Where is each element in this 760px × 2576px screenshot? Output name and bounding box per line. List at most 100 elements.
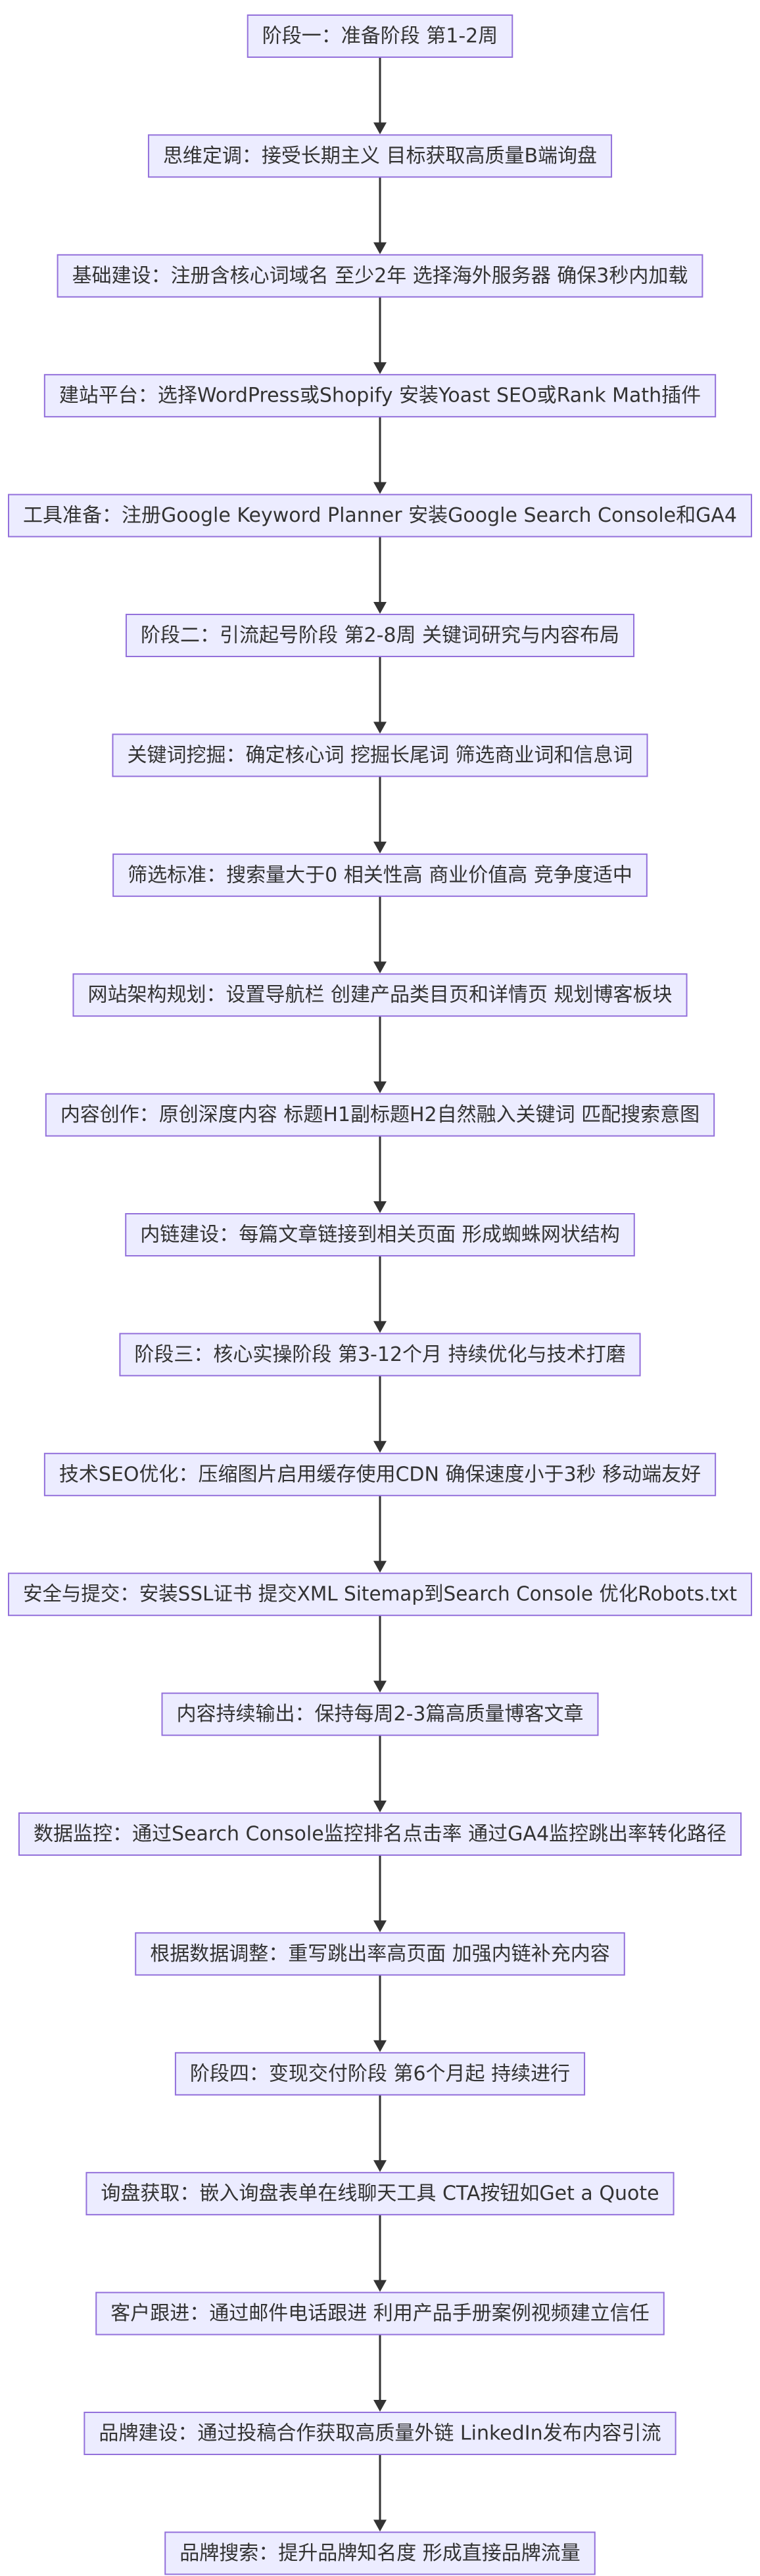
- flow-node-label: 技术SEO优化：压缩图片启用缓存使用CDN 确保速度小于3秒 移动端友好: [59, 1463, 701, 1486]
- flow-node-label: 阶段三：核心实操阶段 第3-12个月 持续优化与技术打磨: [134, 1343, 625, 1366]
- flow-node-box: [247, 14, 513, 58]
- flow-node-2: 思维定调：接受长期主义 目标获取高质量B端询盘: [147, 134, 613, 178]
- flow-edge-7: [373, 776, 387, 854]
- flow-edge-arrowhead: [373, 362, 387, 375]
- flow-edge-arrowhead: [373, 1920, 387, 1933]
- flow-edge-5: [373, 536, 387, 614]
- flow-node-13: 技术SEO优化：压缩图片启用缓存使用CDN 确保速度小于3秒 移动端友好: [43, 1452, 717, 1496]
- flow-node-label: 网站架构规划：设置导航栏 创建产品类目页和详情页 规划博客板块: [87, 984, 672, 1007]
- flow-node-box: [43, 1452, 717, 1496]
- flow-node-box: [18, 1812, 742, 1856]
- flow-node-box: [147, 134, 613, 178]
- flow-node-box: [119, 1333, 641, 1377]
- flow-node-12: 阶段三：核心实操阶段 第3-12个月 持续优化与技术打磨: [119, 1333, 641, 1377]
- flow-edge-arrowhead: [373, 1201, 387, 1213]
- flow-node-box: [45, 1093, 715, 1137]
- flow-edge-15: [373, 1735, 387, 1812]
- flow-edge-11: [373, 1256, 387, 1333]
- flow-edge-4: [373, 417, 387, 494]
- flow-node-box: [85, 2172, 675, 2216]
- flow-node-label: 内链建设：每篇文章链接到相关页面 形成蜘蛛网状结构: [140, 1224, 620, 1247]
- edges-layer: [373, 57, 387, 2532]
- flow-node-box: [83, 2412, 677, 2455]
- flow-node-box: [43, 374, 717, 418]
- flow-node-20: 客户跟进：通过邮件电话跟进 利用产品手册案例视频建立信任: [95, 2291, 665, 2335]
- flow-edge-3: [373, 296, 387, 375]
- flow-edge-12: [373, 1375, 387, 1453]
- flow-edge-16: [373, 1855, 387, 1933]
- flow-node-label: 根据数据调整：重写跳出率高页面 加强内链补充内容: [150, 1943, 610, 1966]
- flow-edge-arrowhead: [373, 242, 387, 254]
- flow-edge-arrowhead: [373, 2519, 387, 2532]
- flow-node-label: 数据监控：通过Search Console监控排名点击率 通过GA4监控跳出率转…: [34, 1823, 726, 1846]
- flow-edge-arrowhead: [373, 961, 387, 974]
- flow-node-label: 基础建设：注册含核心词域名 至少2年 选择海外服务器 确保3秒内加载: [72, 264, 688, 287]
- flow-node-box: [72, 973, 688, 1017]
- flow-edge-2: [373, 177, 387, 254]
- flow-edge-arrowhead: [373, 482, 387, 494]
- flow-node-box: [174, 2052, 586, 2096]
- flow-node-box: [57, 254, 703, 298]
- flow-edge-13: [373, 1495, 387, 1573]
- flow-node-1: 阶段一：准备阶段 第1-2周: [247, 14, 513, 58]
- flow-node-16: 数据监控：通过Search Console监控排名点击率 通过GA4监控跳出率转…: [18, 1812, 742, 1856]
- flow-node-label: 内容创作：原创深度内容 标题H1副标题H2自然融入关键词 匹配搜索意图: [60, 1103, 700, 1126]
- flow-node-box: [112, 733, 648, 777]
- flow-node-18: 阶段四：变现交付阶段 第6个月起 持续进行: [174, 2052, 586, 2096]
- flow-node-label: 内容持续输出：保持每周2-3篇高质量博客文章: [177, 1703, 584, 1726]
- flow-node-label: 客户跟进：通过邮件电话跟进 利用产品手册案例视频建立信任: [110, 2302, 650, 2325]
- flow-edge-arrowhead: [373, 1801, 387, 1812]
- flow-edge-1: [373, 57, 387, 135]
- flow-node-9: 网站架构规划：设置导航栏 创建产品类目页和详情页 规划博客板块: [72, 973, 688, 1017]
- flow-edge-arrowhead: [373, 602, 387, 614]
- flow-edge-arrowhead: [373, 2280, 387, 2292]
- flow-edge-arrowhead: [373, 2160, 387, 2173]
- flow-node-box: [135, 1932, 625, 1976]
- flow-node-5: 工具准备：注册Google Keyword Planner 安装Google S…: [8, 494, 752, 538]
- flow-node-label: 阶段二：引流起号阶段 第2-8周 关键词研究与内容布局: [141, 624, 619, 647]
- flow-node-label: 品牌搜索：提升品牌知名度 形成直接品牌流量: [179, 2542, 581, 2565]
- flow-edge-arrowhead: [373, 841, 387, 854]
- flow-edge-17: [373, 1975, 387, 2052]
- flow-node-label: 安全与提交：安装SSL证书 提交XML Sitemap到Search Conso…: [23, 1583, 737, 1606]
- flow-node-7: 关键词挖掘：确定核心词 挖掘长尾词 筛选商业词和信息词: [112, 733, 648, 777]
- flow-node-box: [95, 2291, 665, 2335]
- flow-edge-6: [373, 656, 387, 734]
- flow-edge-19: [373, 2215, 387, 2292]
- flow-node-box: [164, 2531, 596, 2575]
- flow-node-8: 筛选标准：搜索量大于0 相关性高 商业价值高 竞争度适中: [112, 853, 648, 897]
- flow-node-label: 询盘获取：嵌入询盘表单在线聊天工具 CTA按钮如Get a Quote: [101, 2182, 659, 2205]
- flow-edge-20: [373, 2334, 387, 2412]
- flow-node-box: [112, 853, 648, 897]
- flow-node-11: 内链建设：每篇文章链接到相关页面 形成蜘蛛网状结构: [125, 1213, 635, 1256]
- flow-edge-21: [373, 2454, 387, 2532]
- flow-edge-arrowhead: [373, 1680, 387, 1693]
- flow-edge-10: [373, 1136, 387, 1213]
- flow-node-21: 品牌建设：通过投稿合作获取高质量外链 LinkedIn发布内容引流: [83, 2412, 677, 2455]
- flow-edge-arrowhead: [373, 1561, 387, 1573]
- flow-node-14: 安全与提交：安装SSL证书 提交XML Sitemap到Search Conso…: [8, 1573, 752, 1617]
- flow-node-4: 建站平台：选择WordPress或Shopify 安装Yoast SEO或Ran…: [43, 374, 717, 418]
- flow-node-box: [125, 1213, 635, 1256]
- flow-node-label: 工具准备：注册Google Keyword Planner 安装Google S…: [23, 504, 737, 527]
- flow-node-17: 根据数据调整：重写跳出率高页面 加强内链补充内容: [135, 1932, 625, 1976]
- flow-node-label: 阶段一：准备阶段 第1-2周: [262, 25, 498, 48]
- flow-edge-arrowhead: [373, 722, 387, 734]
- flow-edge-arrowhead: [373, 2040, 387, 2052]
- flow-node-box: [161, 1692, 599, 1736]
- flow-node-label: 关键词挖掘：确定核心词 挖掘长尾词 筛选商业词和信息词: [127, 744, 632, 767]
- flow-node-3: 基础建设：注册含核心词域名 至少2年 选择海外服务器 确保3秒内加载: [57, 254, 703, 298]
- flow-node-label: 品牌建设：通过投稿合作获取高质量外链 LinkedIn发布内容引流: [99, 2422, 661, 2445]
- flow-node-22: 品牌搜索：提升品牌知名度 形成直接品牌流量: [164, 2531, 596, 2575]
- flow-edge-14: [373, 1615, 387, 1693]
- flow-node-label: 阶段四：变现交付阶段 第6个月起 持续进行: [190, 2062, 570, 2085]
- flow-edge-8: [373, 896, 387, 974]
- flow-node-15: 内容持续输出：保持每周2-3篇高质量博客文章: [161, 1692, 599, 1736]
- flow-node-label: 思维定调：接受长期主义 目标获取高质量B端询盘: [163, 145, 597, 168]
- flow-edge-arrowhead: [373, 1440, 387, 1453]
- flow-edge-arrowhead: [373, 1321, 387, 1333]
- flow-node-19: 询盘获取：嵌入询盘表单在线聊天工具 CTA按钮如Get a Quote: [85, 2172, 675, 2216]
- flow-edge-arrowhead: [373, 1081, 387, 1093]
